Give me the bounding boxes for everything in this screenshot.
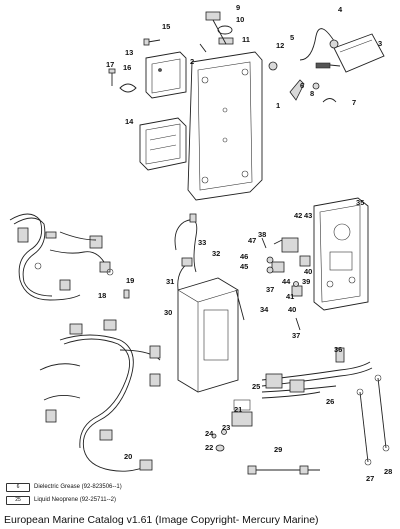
label-10: 10 — [236, 15, 244, 24]
label-3: 3 — [378, 39, 382, 48]
fuse-36 — [335, 347, 345, 363]
label-47: 47 — [248, 236, 256, 245]
plate-35 — [313, 197, 369, 311]
label-38: 38 — [258, 230, 266, 239]
label-26: 26 — [326, 397, 334, 406]
part-24 — [211, 433, 217, 439]
label-32: 32 — [212, 249, 220, 258]
cables-27-28 — [356, 374, 390, 466]
label-36: 36 — [334, 345, 342, 354]
screw-37 — [295, 317, 301, 331]
legend-row-neoprene: 25 Liquid Neoprene (92-25711--2) — [6, 495, 206, 505]
clip-7 — [322, 98, 337, 103]
harness-20 — [39, 319, 161, 472]
label-21: 21 — [234, 405, 242, 414]
cable-32-33 — [174, 213, 198, 273]
label-40b: 40 — [288, 305, 296, 314]
nut-8 — [312, 82, 320, 90]
label-28: 28 — [384, 467, 392, 476]
label-25: 25 — [252, 382, 260, 391]
pin-2 — [199, 43, 207, 53]
catalog-caption: European Marine Catalog v1.61 (Image Cop… — [4, 514, 319, 526]
lubricant-legend: 6 Dielectric Grease (92-823506--1) 25 Li… — [6, 482, 206, 508]
label-19: 19 — [126, 276, 134, 285]
rod-34 — [235, 289, 245, 321]
screw-15 — [143, 38, 161, 46]
relay-21 — [231, 399, 253, 427]
part-22 — [215, 444, 225, 452]
label-1: 1 — [276, 101, 280, 110]
label-34: 34 — [260, 305, 269, 314]
legend-text-grease: Dielectric Grease (92-823506--1) — [34, 484, 122, 490]
label-11: 11 — [242, 35, 250, 44]
label-44: 44 — [282, 277, 291, 286]
label-5: 5 — [290, 33, 294, 42]
part-45 — [266, 266, 274, 274]
label-42: 42 — [294, 211, 302, 220]
label-27: 27 — [366, 474, 374, 483]
part-23 — [221, 429, 227, 435]
label-31: 31 — [166, 277, 174, 286]
label-39: 39 — [302, 277, 310, 286]
label-24: 24 — [205, 429, 214, 438]
part-44 — [293, 281, 299, 287]
mounting-plate — [187, 51, 263, 201]
module-14 — [139, 117, 187, 171]
label-37a: 37 — [266, 285, 274, 294]
label-13: 13 — [125, 48, 133, 57]
label-41: 41 — [286, 292, 294, 301]
label-40a: 40 — [304, 267, 312, 276]
label-22: 22 — [205, 443, 213, 452]
label-18: 18 — [98, 291, 106, 300]
label-4: 4 — [338, 5, 343, 14]
part-19 — [123, 289, 130, 299]
label-30: 30 — [164, 308, 172, 317]
label-20: 20 — [124, 452, 132, 461]
label-46: 46 — [240, 252, 248, 261]
label-6: 6 — [300, 81, 304, 90]
label-12: 12 — [276, 41, 284, 50]
harness-18 — [9, 213, 114, 301]
label-2: 2 — [190, 57, 194, 66]
label-14: 14 — [125, 117, 134, 126]
electrical-box-30 — [177, 277, 239, 393]
grease-tube-icon: 6 — [6, 482, 30, 492]
label-29: 29 — [274, 445, 282, 454]
wire-29 — [247, 465, 320, 475]
boot-6 — [289, 79, 305, 101]
label-17: 17 — [106, 60, 114, 69]
ignition-coil — [299, 28, 385, 73]
part-46 — [266, 256, 274, 264]
legend-row-grease: 6 Dielectric Grease (92-823506--1) — [6, 482, 206, 492]
part-labels: 1 2 3 4 5 6 7 8 9 10 11 12 13 14 15 16 1… — [98, 3, 392, 483]
label-16: 16 — [123, 63, 131, 72]
label-45: 45 — [240, 262, 248, 271]
label-7: 7 — [352, 98, 356, 107]
label-35: 35 — [356, 198, 364, 207]
legend-text-neoprene: Liquid Neoprene (92-25711--2) — [34, 497, 116, 503]
label-33: 33 — [198, 238, 206, 247]
neoprene-tube-icon: 25 — [6, 495, 30, 505]
grommet-12 — [268, 61, 278, 71]
label-15: 15 — [162, 22, 170, 31]
label-8: 8 — [310, 89, 314, 98]
module-13 — [145, 51, 187, 99]
label-9: 9 — [236, 3, 240, 12]
label-23: 23 — [222, 423, 230, 432]
clamp-16 — [108, 68, 137, 93]
label-37b: 37 — [292, 331, 300, 340]
bolt-stack — [205, 11, 234, 45]
label-43: 43 — [304, 211, 312, 220]
battery-cable-26 — [261, 361, 373, 399]
